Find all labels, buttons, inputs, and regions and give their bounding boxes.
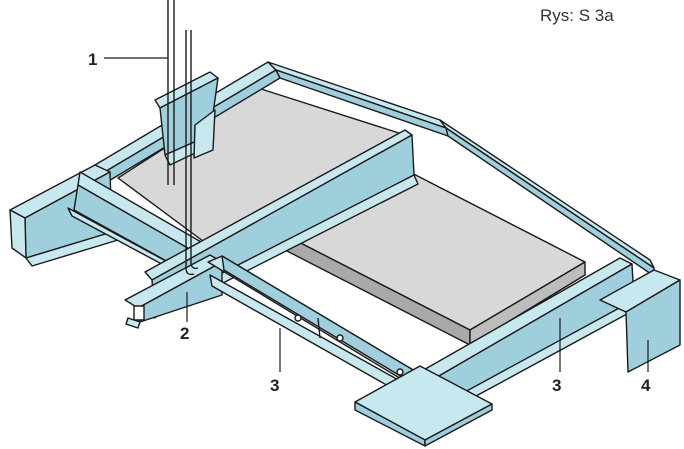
callout-3-label-right: 3 bbox=[552, 376, 562, 395]
callout-2-label: 2 bbox=[180, 324, 190, 343]
cross-tee-front bbox=[207, 255, 433, 405]
suspension-rods bbox=[167, 0, 199, 276]
figure-caption: Rys: S 3a bbox=[540, 6, 614, 25]
main-runner-front bbox=[354, 365, 493, 447]
callout-1-label: 1 bbox=[88, 50, 98, 69]
callout-4-label: 4 bbox=[641, 376, 651, 395]
callout-3-label-left: 3 bbox=[270, 376, 280, 395]
callout-leaders bbox=[104, 57, 649, 372]
main-runner-right bbox=[599, 269, 681, 373]
